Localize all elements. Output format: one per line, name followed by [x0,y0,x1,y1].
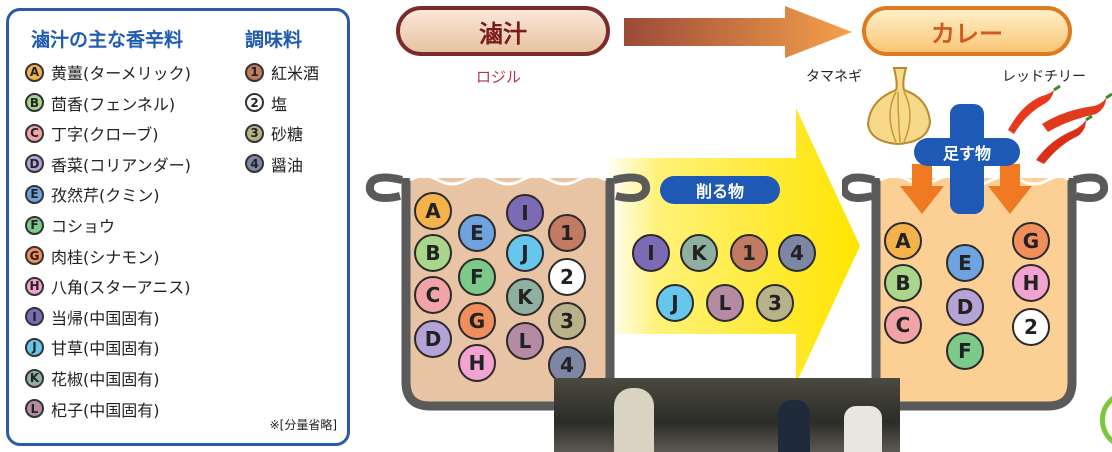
spice-name: 八角(スターアニス) [51,278,191,298]
left-pot-ingredient: D [414,320,452,358]
seasoning-marker: 3 [245,123,264,143]
left-pot-ingredient: L [506,322,544,360]
left-pot-ingredient: B [414,234,452,272]
spice-name: 茴香(フェンネル) [51,94,176,114]
left-pot-ingredient: H [458,344,496,382]
left-pot-ingredient: C [414,276,452,314]
spice-marker: G [25,246,44,266]
spice-name: 花椒(中国固有) [51,370,160,389]
spice-name: 丁字(クローブ) [51,125,159,145]
right-pot-ingredient: A [884,222,922,260]
removed-ingredient: L [706,284,744,322]
spice-marker: K [25,368,44,388]
left-pot-ingredient: 4 [548,346,586,384]
spice-name: 肉桂(シナモン) [51,247,160,267]
seasoning-name: 塩 [271,94,288,114]
spice-marker: C [25,123,44,143]
seasoning-marker: 2 [245,93,264,113]
spice-name: 甘草(中国固有) [51,339,160,359]
pepper-label: レッドチリー [1002,69,1086,85]
seasoning-marker: 4 [245,154,264,174]
seasoning-legend-item: 4 醤油 [245,151,303,177]
left-pot-ingredient: E [458,214,496,252]
spice-name: 黄薑(ターメリック) [51,64,191,83]
right-pot-ingredient: G [1012,222,1050,260]
right-pot-ingredient: C [884,306,922,344]
left-pot-ingredient: K [506,278,544,316]
spice-name: 香菜(コリアンダー) [51,155,191,175]
spice-legend-item: H 八角(スターアニス) [25,273,191,299]
luzhi-text: 滷汁 [479,19,527,48]
note: ※[分量省略] [269,418,337,432]
left-pot-ingredient: 3 [548,302,586,340]
left-pot-ingredient: I [506,194,544,232]
onion-label: タマネギ [806,69,862,85]
seasoning-legend-item: 1 紅米酒 [245,59,319,85]
seasonings-title: 調味料 [245,29,303,51]
curry-label: カレー [862,6,1072,56]
spice-name: 孜然芹(クミン) [51,186,160,206]
left-pot-ingredient: 2 [548,258,586,296]
spice-marker: L [25,399,44,419]
left-pot-ingredient: J [506,234,544,272]
spice-name: コショウ [51,217,116,236]
spice-name: 当帰(中国固有) [51,308,160,328]
spice-legend-item: G 肉桂(シナモン) [25,243,160,269]
seasoning-name: 紅米酒 [271,64,320,83]
removed-ingredient: K [680,234,718,272]
seasoning-name: 醤油 [271,155,304,175]
removed-ingredient: 3 [756,284,794,322]
market-photo [554,378,900,452]
spice-name: 杞子(中国固有) [51,400,160,420]
chili-pepper-icon [1008,84,1112,164]
left-pot-ingredient: A [414,192,452,230]
removed-ingredient: 4 [778,234,816,272]
right-pot-ingredient: 2 [1012,308,1050,346]
top-arrow [624,6,852,58]
spice-marker: J [25,337,44,357]
spice-legend-item: I 当帰(中国固有) [25,304,160,330]
onion-icon [866,67,932,146]
luzhi-subtitle: ロジル [476,68,522,86]
left-pot-ingredient: F [458,258,496,296]
spice-marker: E [25,184,44,204]
seasoning-name: 砂糖 [271,125,304,145]
spice-legend-item: F コショウ [25,212,115,238]
right-pot-ingredient: F [946,332,984,370]
remove-tag: 削る物 [660,176,780,204]
spice-marker: B [25,93,44,113]
spice-legend-item: J 甘草(中国固有) [25,334,160,360]
luzhi-label: 滷汁 [396,6,610,56]
right-pot-ingredient: H [1012,264,1050,302]
spice-marker: F [25,215,44,235]
add-tag: 足す物 [914,138,1020,166]
spice-legend-item: A 黄薑(ターメリック) [25,59,191,85]
spice-marker: I [25,307,44,327]
right-pot-ingredient: D [946,288,984,326]
spice-legend-item: D 香菜(コリアンダー) [25,151,191,177]
seasoning-marker: 1 [245,62,264,82]
spice-marker: D [25,154,44,174]
removed-ingredient: 1 [730,234,768,272]
spice-legend-item: L 杞子(中国固有) [25,396,160,422]
spice-legend-item: E 孜然芹(クミン) [25,181,160,207]
spice-legend-item: K 花椒(中国固有) [25,365,160,391]
spice-legend-item: B 茴香(フェンネル) [25,90,175,116]
seasoning-legend-item: 3 砂糖 [245,120,303,146]
curry-text: カレー [931,19,1003,48]
right-pot-ingredient: E [946,244,984,282]
left-pot-ingredient: G [458,302,496,340]
left-pot-ingredient: 1 [548,214,586,252]
spice-legend-item: C 丁字(クローブ) [25,120,159,146]
legend-panel: 滷汁の主な香辛料 調味料 A 黄薑(ターメリック) B 茴香(フェンネル) C 丁字(クロ… [6,8,350,446]
spice-marker: H [25,276,44,296]
spice-marker: A [25,62,44,82]
removed-ingredient: I [632,234,670,272]
right-pot-ingredient: B [884,264,922,302]
removed-ingredient: J [656,284,694,322]
left-pot [365,173,651,411]
spices-title: 滷汁の主な香辛料 [31,29,184,51]
